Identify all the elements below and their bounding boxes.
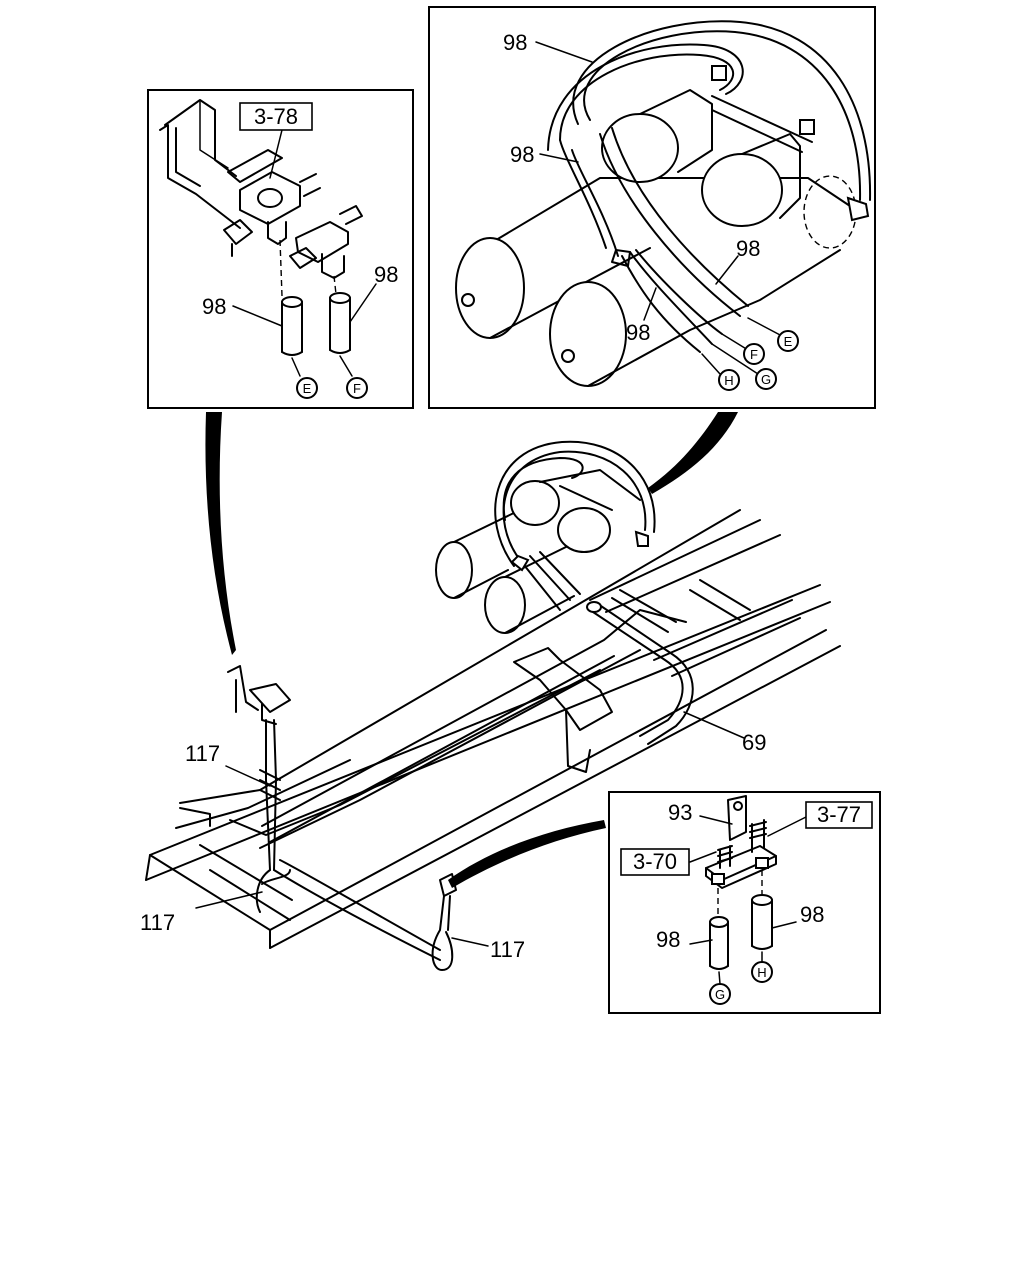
connector-f-p1: F [353, 381, 361, 396]
connector-e-p1: E [303, 381, 312, 396]
callout-69: 69 [742, 730, 766, 755]
callout-98-p3-left: 98 [656, 927, 680, 952]
callout-98-p3-right: 98 [800, 902, 824, 927]
callout-98-p2-top: 98 [503, 30, 527, 55]
chassis-frame-assembly [145, 440, 841, 971]
connector-e-p2: E [784, 334, 793, 349]
connector-g-p3: G [715, 987, 725, 1002]
detail-leader-left [205, 412, 236, 655]
callout-ref-3-77: 3-77 [817, 802, 861, 827]
connector-h-p3: H [757, 965, 766, 980]
connector-g-p2: G [761, 372, 771, 387]
detail-leader-right [648, 412, 738, 494]
callout-ref-3-70: 3-70 [633, 849, 677, 874]
callout-117-lower: 117 [490, 937, 525, 962]
detail-panel-air-tanks [428, 6, 876, 409]
callout-98-p2-right: 98 [736, 236, 760, 261]
callout-117-left: 117 [140, 910, 175, 935]
callout-98-p1-left: 98 [202, 294, 226, 319]
callout-98-p1-right: 98 [374, 262, 398, 287]
callout-98-p2-lower: 98 [626, 320, 650, 345]
callout-ref-3-78: 3-78 [254, 104, 298, 129]
ref-box-3-70 [620, 848, 690, 876]
ref-box-3-77 [805, 801, 873, 829]
connector-h-p2: H [724, 373, 733, 388]
detail-panel-valve-bracket [147, 89, 414, 409]
detail-leader-lower [448, 820, 606, 888]
callout-98-p2-mid: 98 [510, 142, 534, 167]
ref-box-3-78 [239, 102, 313, 131]
detail-panel-bracket-fittings [608, 791, 881, 1014]
callout-93: 93 [668, 800, 692, 825]
connector-f-p2: F [750, 347, 758, 362]
callout-117-upper: 117 [185, 741, 220, 766]
